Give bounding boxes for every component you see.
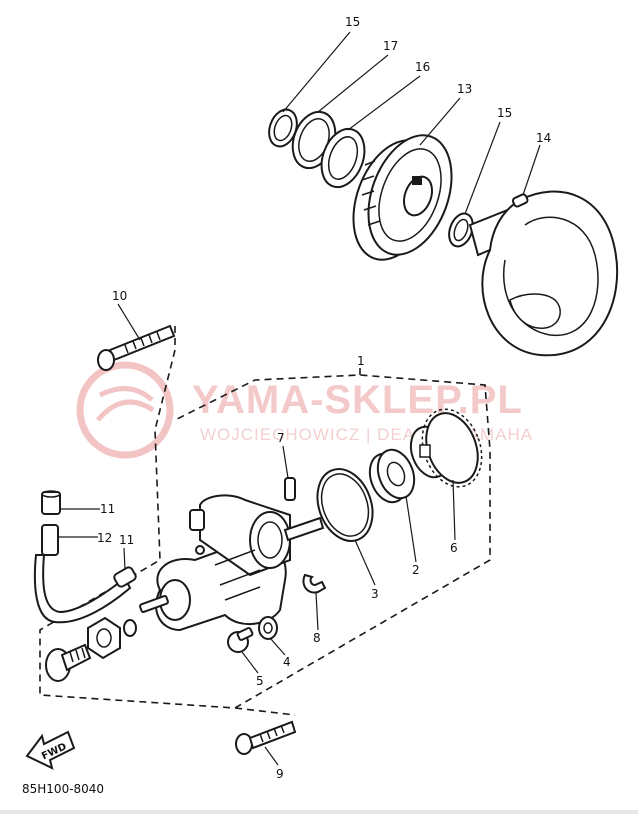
callout-14: 14 [536, 131, 551, 145]
watermark-logo-icon [76, 361, 174, 459]
callout-16: 16 [415, 60, 430, 74]
bolt-part-10 [97, 324, 176, 371]
watermark-title: YAMA-SKLEP.PL [192, 378, 523, 422]
callout-1: 1 [357, 354, 365, 368]
pin-part-7 [284, 477, 296, 501]
watermark-subtitle: WOJCIECHOWICZ | DEALER YAMAHA [200, 425, 533, 444]
callout-17: 17 [383, 39, 398, 53]
fwd-arrow-icon: FWD [25, 730, 76, 770]
washer-part-4 [258, 616, 278, 640]
callout-11b: 11 [119, 533, 134, 547]
banjo-bolt-part [45, 643, 92, 682]
callout-9: 9 [276, 767, 284, 781]
callout-6: 6 [450, 541, 458, 555]
callout-4: 4 [283, 655, 291, 669]
callout-15b: 15 [497, 106, 512, 120]
ring-part-16 [320, 127, 366, 189]
callout-2: 2 [412, 563, 420, 577]
collar-part-11 [41, 490, 61, 515]
screw-part-9 [235, 720, 297, 755]
leader-lines [58, 31, 541, 766]
diagram-code: 85H100-8040 [22, 782, 104, 796]
callout-8: 8 [313, 631, 321, 645]
bearing-part-2 [368, 448, 416, 504]
o-ring-part-3 [316, 468, 374, 542]
circlip-part-8 [302, 573, 327, 594]
pulley-part-13 [352, 134, 453, 261]
pump-housing-cover [468, 190, 619, 357]
nut-part [87, 616, 121, 660]
washer-small-part [123, 619, 137, 637]
pin-part-14 [511, 193, 529, 208]
callout-15: 15 [345, 15, 360, 29]
callout-3: 3 [371, 587, 379, 601]
callout-13: 13 [457, 82, 472, 96]
callout-5: 5 [256, 674, 264, 688]
gear-part-6 [409, 408, 483, 488]
callouts: 15 17 16 13 15 14 10 1 7 11 12 11 2 6 3 … [97, 15, 551, 781]
scan-edge [0, 810, 638, 814]
oil-pump-body [139, 494, 325, 632]
watermark: YAMA-SKLEP.PL WOJCIECHOWICZ | DEALER YAM… [76, 361, 533, 459]
callout-10: 10 [112, 289, 127, 303]
callout-11: 11 [100, 502, 115, 516]
clip-part-11 [113, 566, 137, 588]
hose-part-12 [33, 524, 132, 624]
bolt-part-5 [227, 627, 254, 653]
callout-7: 7 [277, 431, 285, 445]
callout-12: 12 [97, 531, 112, 545]
